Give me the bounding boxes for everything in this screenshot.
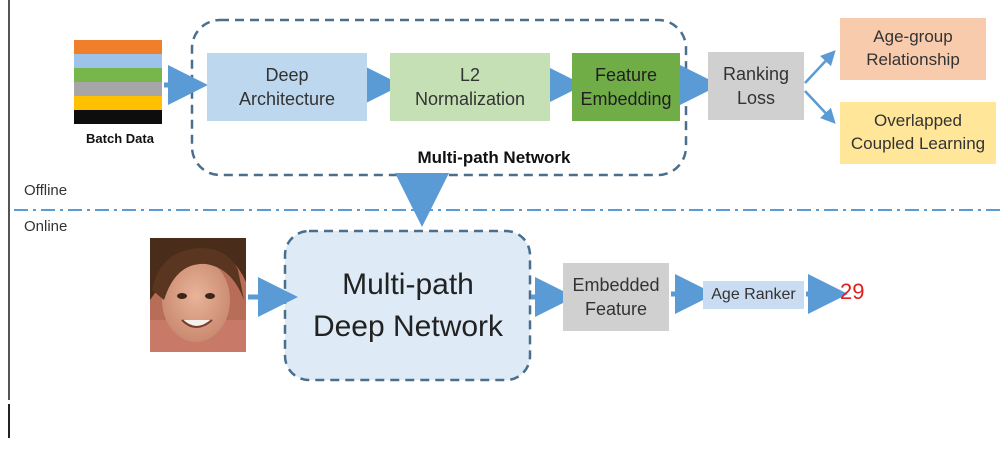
left-border-tick: [8, 404, 10, 438]
predicted-age-value: 29: [840, 279, 865, 304]
arrow-loss-to-agegroup: [804, 50, 836, 84]
age-group-relationship-box: Age-group Relationship: [840, 18, 986, 80]
embedded-feature-box: Embedded Feature: [563, 263, 669, 331]
batch-stripe-6: [74, 110, 162, 124]
batch-stripe-5: [74, 96, 162, 110]
age-ranker-box: Age Ranker: [703, 281, 804, 309]
multi-path-network-label: Multi-path Network: [417, 148, 571, 167]
batch-stripe-4: [74, 82, 162, 96]
batch-stripe-1: [74, 40, 162, 54]
batch-stripe-2: [74, 54, 162, 68]
overlapped-coupled-learning-box: Overlapped Coupled Learning: [840, 102, 996, 164]
batch-stripe-3: [74, 68, 162, 82]
deep-architecture-box: Deep Architecture: [207, 53, 367, 121]
online-network-frame: [283, 229, 532, 382]
multi-path-deep-network-box: Multi-path Deep Network: [312, 268, 504, 343]
left-border-line: [8, 0, 10, 400]
ranking-loss-box: Ranking Loss: [708, 52, 804, 120]
offline-label: Offline: [24, 182, 68, 199]
online-label: Online: [24, 218, 68, 235]
batch-data-label: Batch Data: [86, 131, 154, 146]
arrow-loss-to-overlapped: [804, 90, 836, 124]
feature-embedding-box: Feature Embedding: [572, 53, 680, 121]
l2-normalization-box: L2 Normalization: [390, 53, 550, 121]
